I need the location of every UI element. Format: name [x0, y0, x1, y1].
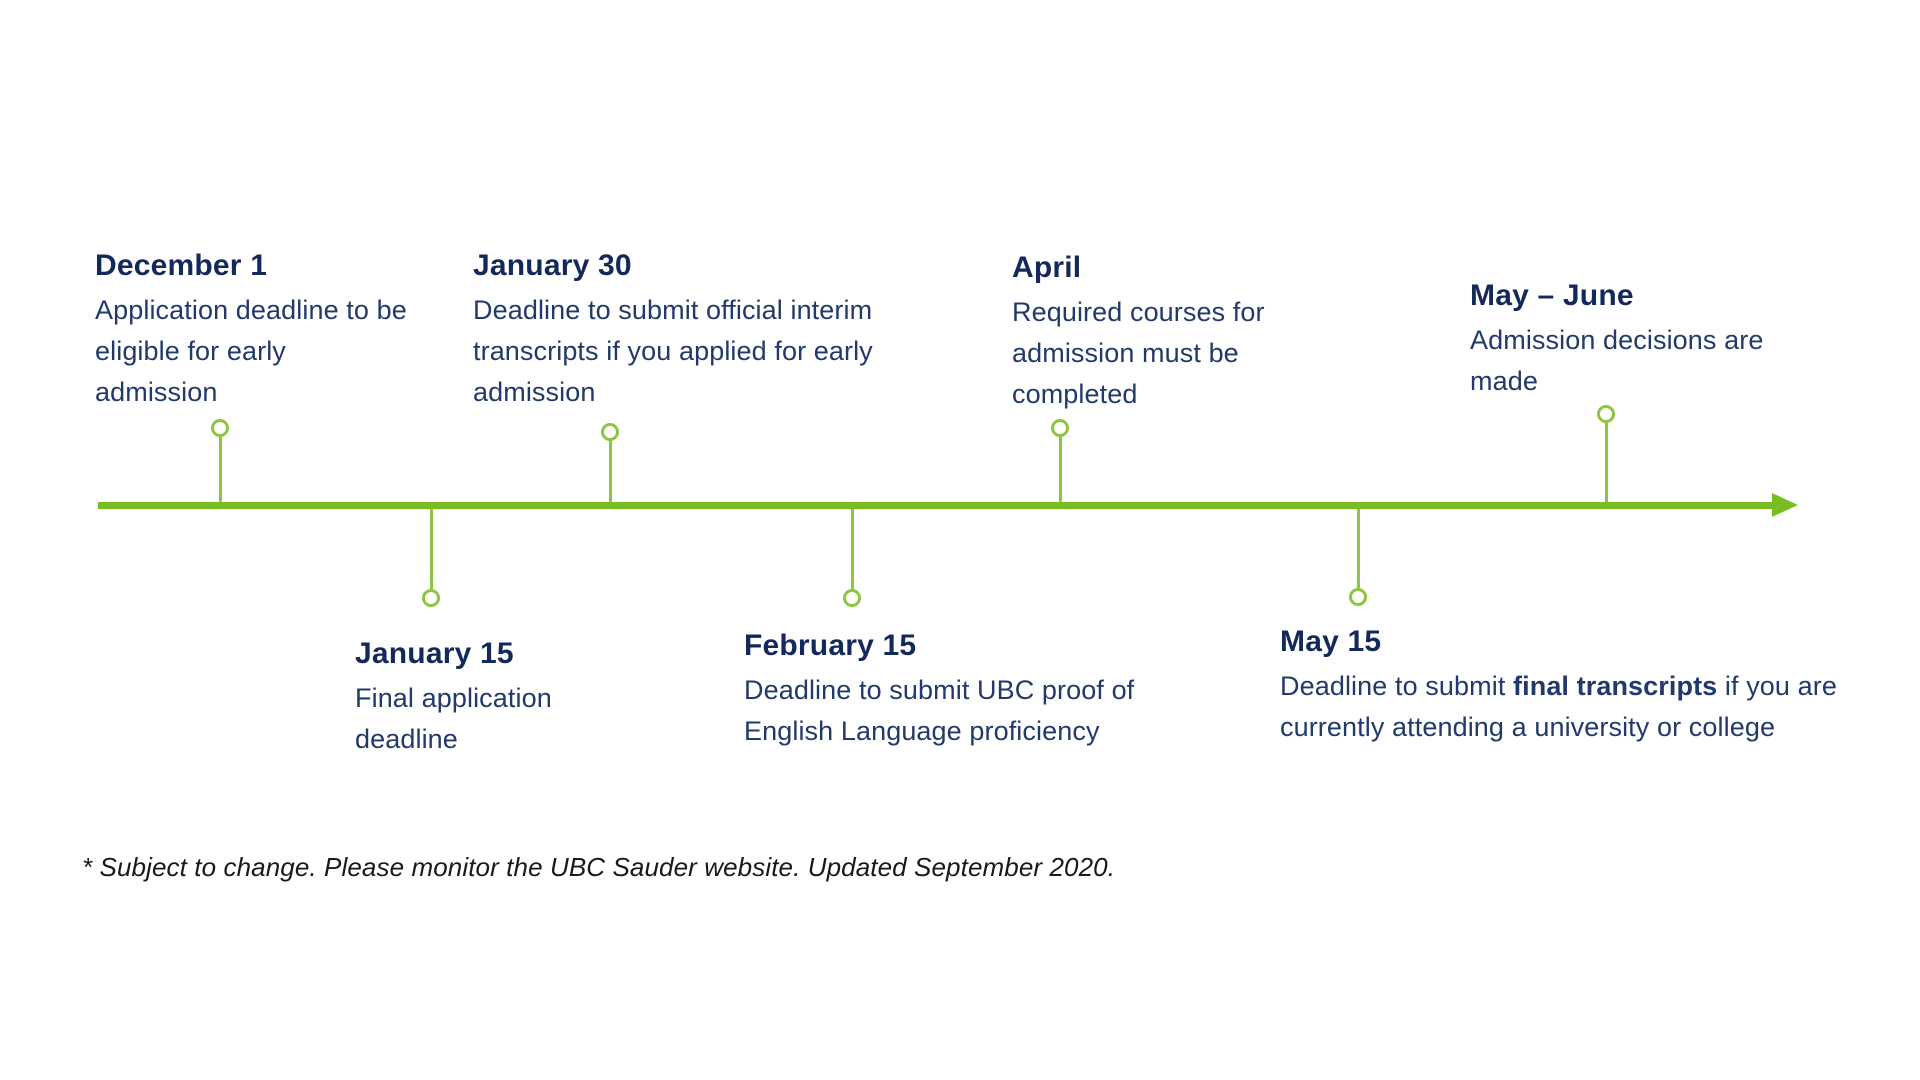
connector-stem — [1356, 509, 1360, 588]
connector-stem — [1058, 437, 1062, 502]
connector-stem — [218, 437, 222, 502]
connector-dot — [211, 419, 229, 437]
event-date: April — [1012, 251, 1082, 284]
event-date: January 30 — [473, 249, 632, 282]
connector-dot — [1597, 405, 1615, 423]
event-description: Admission decisions are made — [1470, 325, 1764, 397]
event-date: January 15 — [355, 637, 514, 670]
connector-dot — [1051, 419, 1069, 437]
event-date: May – June — [1470, 279, 1634, 312]
timeline-arrowhead-icon — [1772, 493, 1798, 517]
connector-stem — [850, 509, 854, 589]
event-description: Deadline to submit official interim tran… — [473, 295, 873, 408]
connector-dot — [1349, 588, 1367, 606]
connector-stem — [608, 441, 612, 502]
event-description: Application deadline to be eligible for … — [95, 295, 407, 408]
desc-prefix: Deadline to submit — [1280, 671, 1514, 701]
desc-bold-final-transcripts: final transcripts — [1513, 671, 1718, 701]
event-description: Deadline to submit UBC proof of English … — [744, 675, 1135, 747]
connector-dot — [843, 589, 861, 607]
connector-dot — [601, 423, 619, 441]
timeline-axis — [98, 502, 1776, 509]
event-date: February 15 — [744, 629, 917, 662]
connector-stem — [429, 509, 433, 589]
connector-dot — [422, 589, 440, 607]
desc-suffix: if you are currently attending a univers… — [1280, 671, 1837, 743]
event-description: Deadline to submit final transcripts if … — [1280, 666, 1858, 748]
event-date: December 1 — [95, 249, 268, 282]
connector-stem — [1604, 423, 1608, 502]
event-date: May 15 — [1280, 625, 1382, 658]
event-description: Final application deadline — [355, 683, 552, 755]
event-description: Required courses for admission must be c… — [1012, 297, 1265, 410]
footnote: * Subject to change. Please monitor the … — [82, 852, 1116, 882]
